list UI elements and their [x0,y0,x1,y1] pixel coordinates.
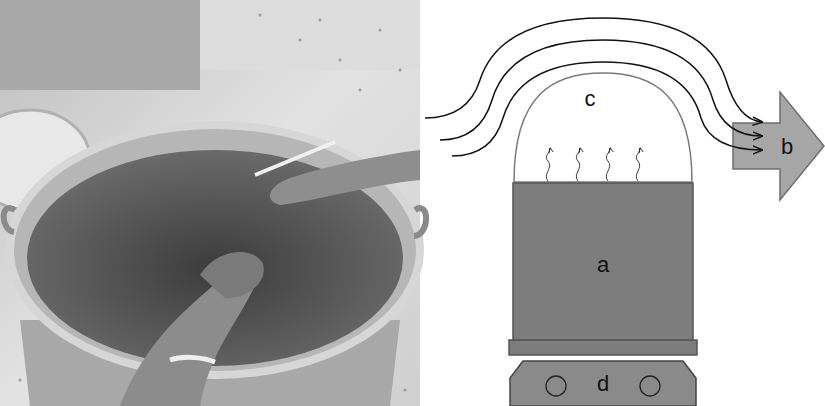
shape-path [733,92,824,200]
burner-knob [640,376,660,396]
steam-wisp [546,148,550,181]
steam-wisp [576,148,580,181]
steam-wisp [636,148,640,181]
shape-path [513,183,693,340]
part-letter: b [781,136,793,158]
steam-dome: c [513,72,693,183]
steam-wisp [606,148,610,181]
part-letter: a [597,254,609,276]
airflow-line [440,40,762,140]
shape-outline [513,72,693,183]
pot-base [509,340,697,355]
burner-stove: d [509,360,697,406]
shape-outline [733,90,825,202]
shape-path [514,73,692,182]
kitchen-photo [0,0,426,406]
outflow-arrow: b [733,90,825,202]
burner-knob [546,376,566,396]
part-letter: d [597,373,609,395]
water-pot: a [513,183,693,340]
part-letter: c [585,88,596,110]
shape-path [510,361,696,406]
airflow-line [452,62,762,156]
airflow-line [425,18,762,122]
